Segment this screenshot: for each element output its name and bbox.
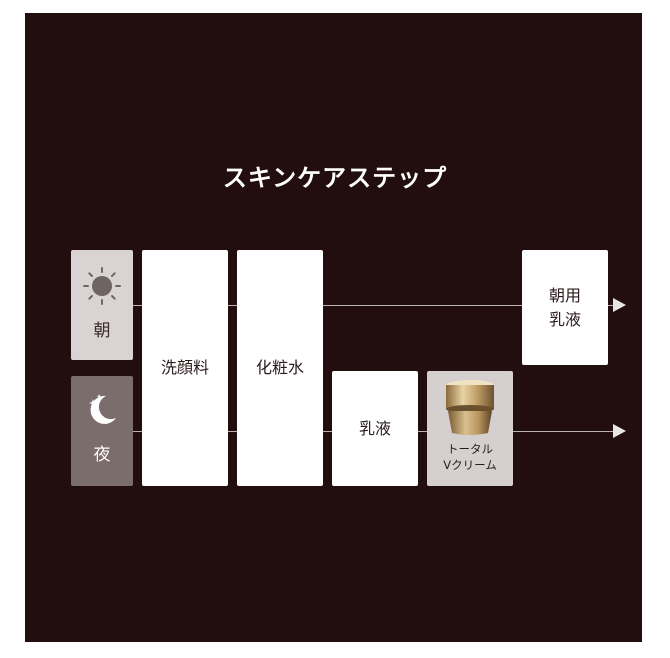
cleanser-box: 洗顔料 — [142, 250, 228, 486]
morning-emulsion-label-line1: 朝用 — [548, 285, 581, 305]
morning-emulsion-box: 朝用 乳液 — [522, 250, 608, 365]
night-label: 夜 — [93, 445, 111, 465]
sun-icon — [83, 267, 121, 305]
cream-label-line1: トータル — [447, 442, 493, 456]
moon-stars-icon — [89, 394, 116, 424]
morning-box: 朝 — [71, 250, 133, 360]
emulsion-box: 乳液 — [332, 371, 418, 486]
cleanser-label: 洗顔料 — [160, 358, 209, 377]
morning-arrow-icon — [613, 298, 626, 312]
night-arrow-icon — [613, 424, 626, 438]
lotion-box: 化粧水 — [237, 250, 323, 486]
lotion-label: 化粧水 — [255, 358, 304, 377]
morning-emulsion-label-line2: 乳液 — [548, 309, 581, 329]
cream-jar-image — [446, 380, 494, 435]
cream-label-line2: Vクリーム — [443, 458, 497, 472]
morning-flow-line — [132, 305, 613, 306]
night-box: 夜 — [71, 376, 133, 486]
page-title: スキンケアステップ — [222, 164, 448, 192]
morning-label: 朝 — [93, 321, 111, 341]
cream-product-box: トータル Vクリーム — [427, 371, 513, 486]
emulsion-label: 乳液 — [358, 418, 391, 438]
